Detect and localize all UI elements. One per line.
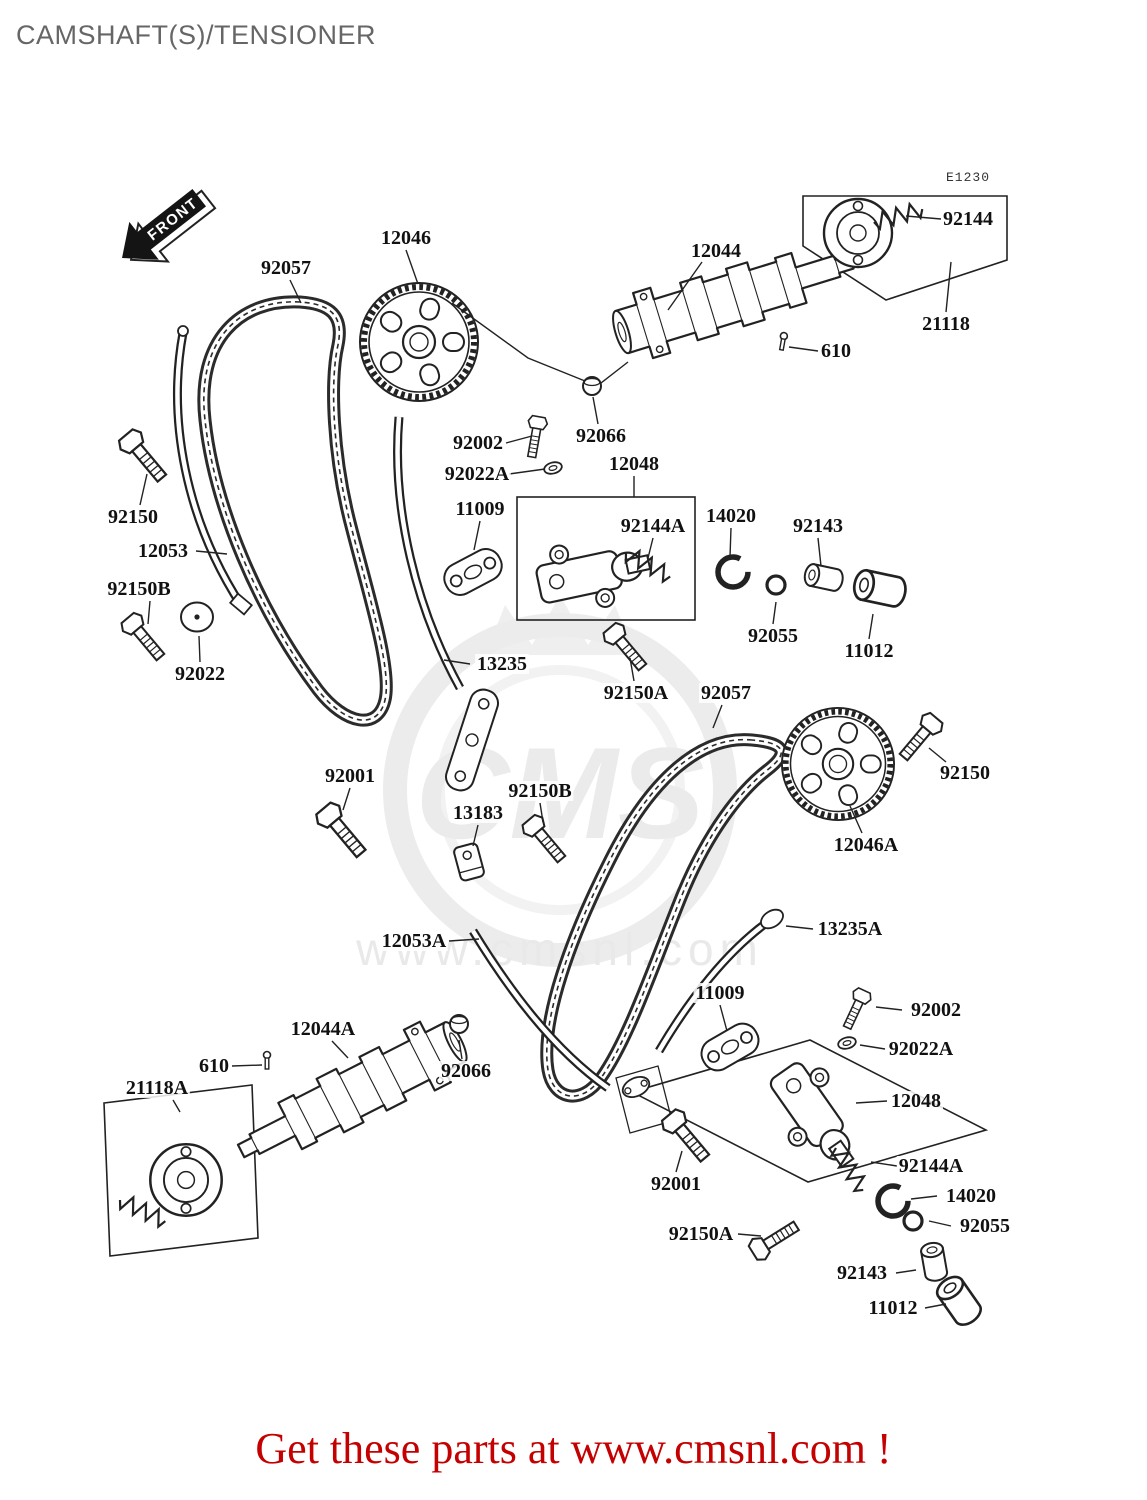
box-12048-bottom (629, 1039, 989, 1183)
front-arrow-icon (122, 189, 207, 260)
tensioner-body-12048-bottom (753, 1049, 878, 1184)
part-label-610-35[interactable]: 610 (197, 1055, 231, 1077)
cam-sprocket-12046 (360, 283, 478, 401)
gasket-11009-bottom (695, 1017, 765, 1077)
box-12048-top (516, 496, 696, 621)
assembly-boxes (103, 195, 1008, 1257)
part-label-21118-4[interactable]: 21118 (920, 313, 972, 335)
leader-lines (139, 215, 952, 1309)
part-label-11012-44[interactable]: 11012 (866, 1297, 920, 1319)
tappet-11012-bottom (931, 1271, 987, 1331)
bolt-92150a-bottom (745, 1214, 804, 1265)
footer-promo[interactable]: Get these parts at www.cmsnl.com ! (255, 1424, 892, 1473)
part-label-13183-26[interactable]: 13183 (451, 802, 505, 824)
part-label-92150-14[interactable]: 92150 (106, 506, 160, 528)
tappet-92143-top (801, 561, 846, 594)
part-label-92055-17[interactable]: 92055 (746, 625, 800, 647)
part-label-92022a-32[interactable]: 92022A (886, 1038, 956, 1060)
part-label-12048-9[interactable]: 12048 (607, 453, 661, 475)
bolt-92150-left (114, 425, 174, 488)
part-label-12053-15[interactable]: 12053 (136, 540, 190, 562)
tensioner-body-12048-top (530, 526, 658, 621)
part-label-12046-1[interactable]: 12046 (379, 227, 433, 249)
part-label-92150a-42[interactable]: 92150A (666, 1223, 736, 1245)
chain-guide-12053 (173, 325, 254, 616)
part-label-12046a-27[interactable]: 12046A (831, 834, 901, 856)
part-label-92066-34[interactable]: 92066 (439, 1060, 493, 1082)
bolt-92002-bottom (837, 985, 874, 1033)
bolt-92150-right (893, 709, 947, 766)
part-label-92150b-25[interactable]: 92150B (506, 780, 574, 802)
chain-guide-13235a (655, 908, 784, 1054)
circlip-14020-top (718, 557, 748, 587)
bolt-92150b-left (117, 609, 171, 666)
part-label-12044a-33[interactable]: 12044A (288, 1018, 358, 1040)
gasket-11009-top (438, 542, 508, 602)
washer-92022a-bottom (835, 1034, 859, 1052)
part-label-92001-24[interactable]: 92001 (323, 765, 377, 787)
tappet-92143-bottom (918, 1240, 950, 1284)
pin-610-bottom (262, 1050, 272, 1070)
part-label-11012-18[interactable]: 11012 (842, 640, 896, 662)
part-label-92002-7[interactable]: 92002 (451, 432, 505, 454)
oring-92055-bottom (902, 1210, 924, 1232)
part-label-92057-22[interactable]: 92057 (699, 682, 753, 704)
part-label-92002-31[interactable]: 92002 (909, 999, 963, 1021)
cam-chain-top (197, 295, 393, 727)
page-title: CAMSHAFT(S)/TENSIONER (16, 20, 377, 50)
part-label-92150b-16[interactable]: 92150B (105, 578, 173, 600)
part-label-92055-41[interactable]: 92055 (958, 1215, 1012, 1237)
part-label-92150-23[interactable]: 92150 (938, 762, 992, 784)
chain-guide-13235 (393, 416, 500, 792)
cam-chain-bottom (540, 733, 788, 1103)
part-label-92143-43[interactable]: 92143 (835, 1262, 889, 1284)
part-label-92066-6[interactable]: 92066 (574, 425, 628, 447)
washer-92022 (180, 601, 214, 633)
part-label-21118a-36[interactable]: 21118A (123, 1077, 191, 1099)
part-label-14020-40[interactable]: 14020 (944, 1185, 998, 1207)
part-label-92022a-8[interactable]: 92022A (442, 463, 512, 485)
part-label-12053a-29[interactable]: 12053A (379, 930, 449, 952)
part-label-92001-39[interactable]: 92001 (649, 1173, 703, 1195)
part-label-13235-20[interactable]: 13235 (475, 653, 529, 675)
part-label-92144a-38[interactable]: 92144A (896, 1155, 966, 1177)
chain-guide-12053a (469, 928, 611, 1092)
part-label-11009-30[interactable]: 11009 (693, 982, 747, 1004)
tappet-11012-top (850, 567, 910, 610)
diagram-ref-code: E1230 (946, 170, 991, 185)
cam-holder-flange (621, 1076, 651, 1098)
oring-92055-top (765, 574, 787, 596)
part-label-14020-11[interactable]: 14020 (704, 505, 758, 527)
part-label-92022-19[interactable]: 92022 (173, 663, 227, 685)
bolt-92001-top (311, 798, 373, 864)
part-label-92143-12[interactable]: 92143 (791, 515, 845, 537)
box-21118a (103, 1084, 259, 1257)
clamp-13183 (453, 842, 485, 882)
part-label-92144a-13[interactable]: 92144A (618, 515, 688, 537)
box-21118 (802, 195, 1008, 301)
part-label-610-5[interactable]: 610 (819, 340, 853, 362)
part-label-92150a-21[interactable]: 92150A (601, 682, 671, 704)
cam-end-cap-bottom (149, 1143, 223, 1217)
part-label-11009-10[interactable]: 11009 (453, 498, 507, 520)
part-label-12048-37[interactable]: 12048 (889, 1090, 943, 1112)
part-label-13235a-28[interactable]: 13235A (815, 918, 885, 940)
pin-610-top (777, 331, 789, 352)
washer-92022a-top (541, 459, 565, 477)
circlip-14020-bottom (878, 1186, 908, 1216)
part-label-92144-0[interactable]: 92144 (941, 208, 995, 230)
cam-sprocket-12046a (782, 708, 894, 820)
front-direction-arrow: FRONT (122, 189, 217, 263)
plug-92066-top (582, 376, 602, 396)
part-label-92057-3[interactable]: 92057 (259, 257, 313, 279)
plug-92066-bottom (449, 1014, 469, 1034)
part-label-12044-2[interactable]: 12044 (689, 240, 743, 262)
bolt-92001-bottom (657, 1105, 717, 1168)
